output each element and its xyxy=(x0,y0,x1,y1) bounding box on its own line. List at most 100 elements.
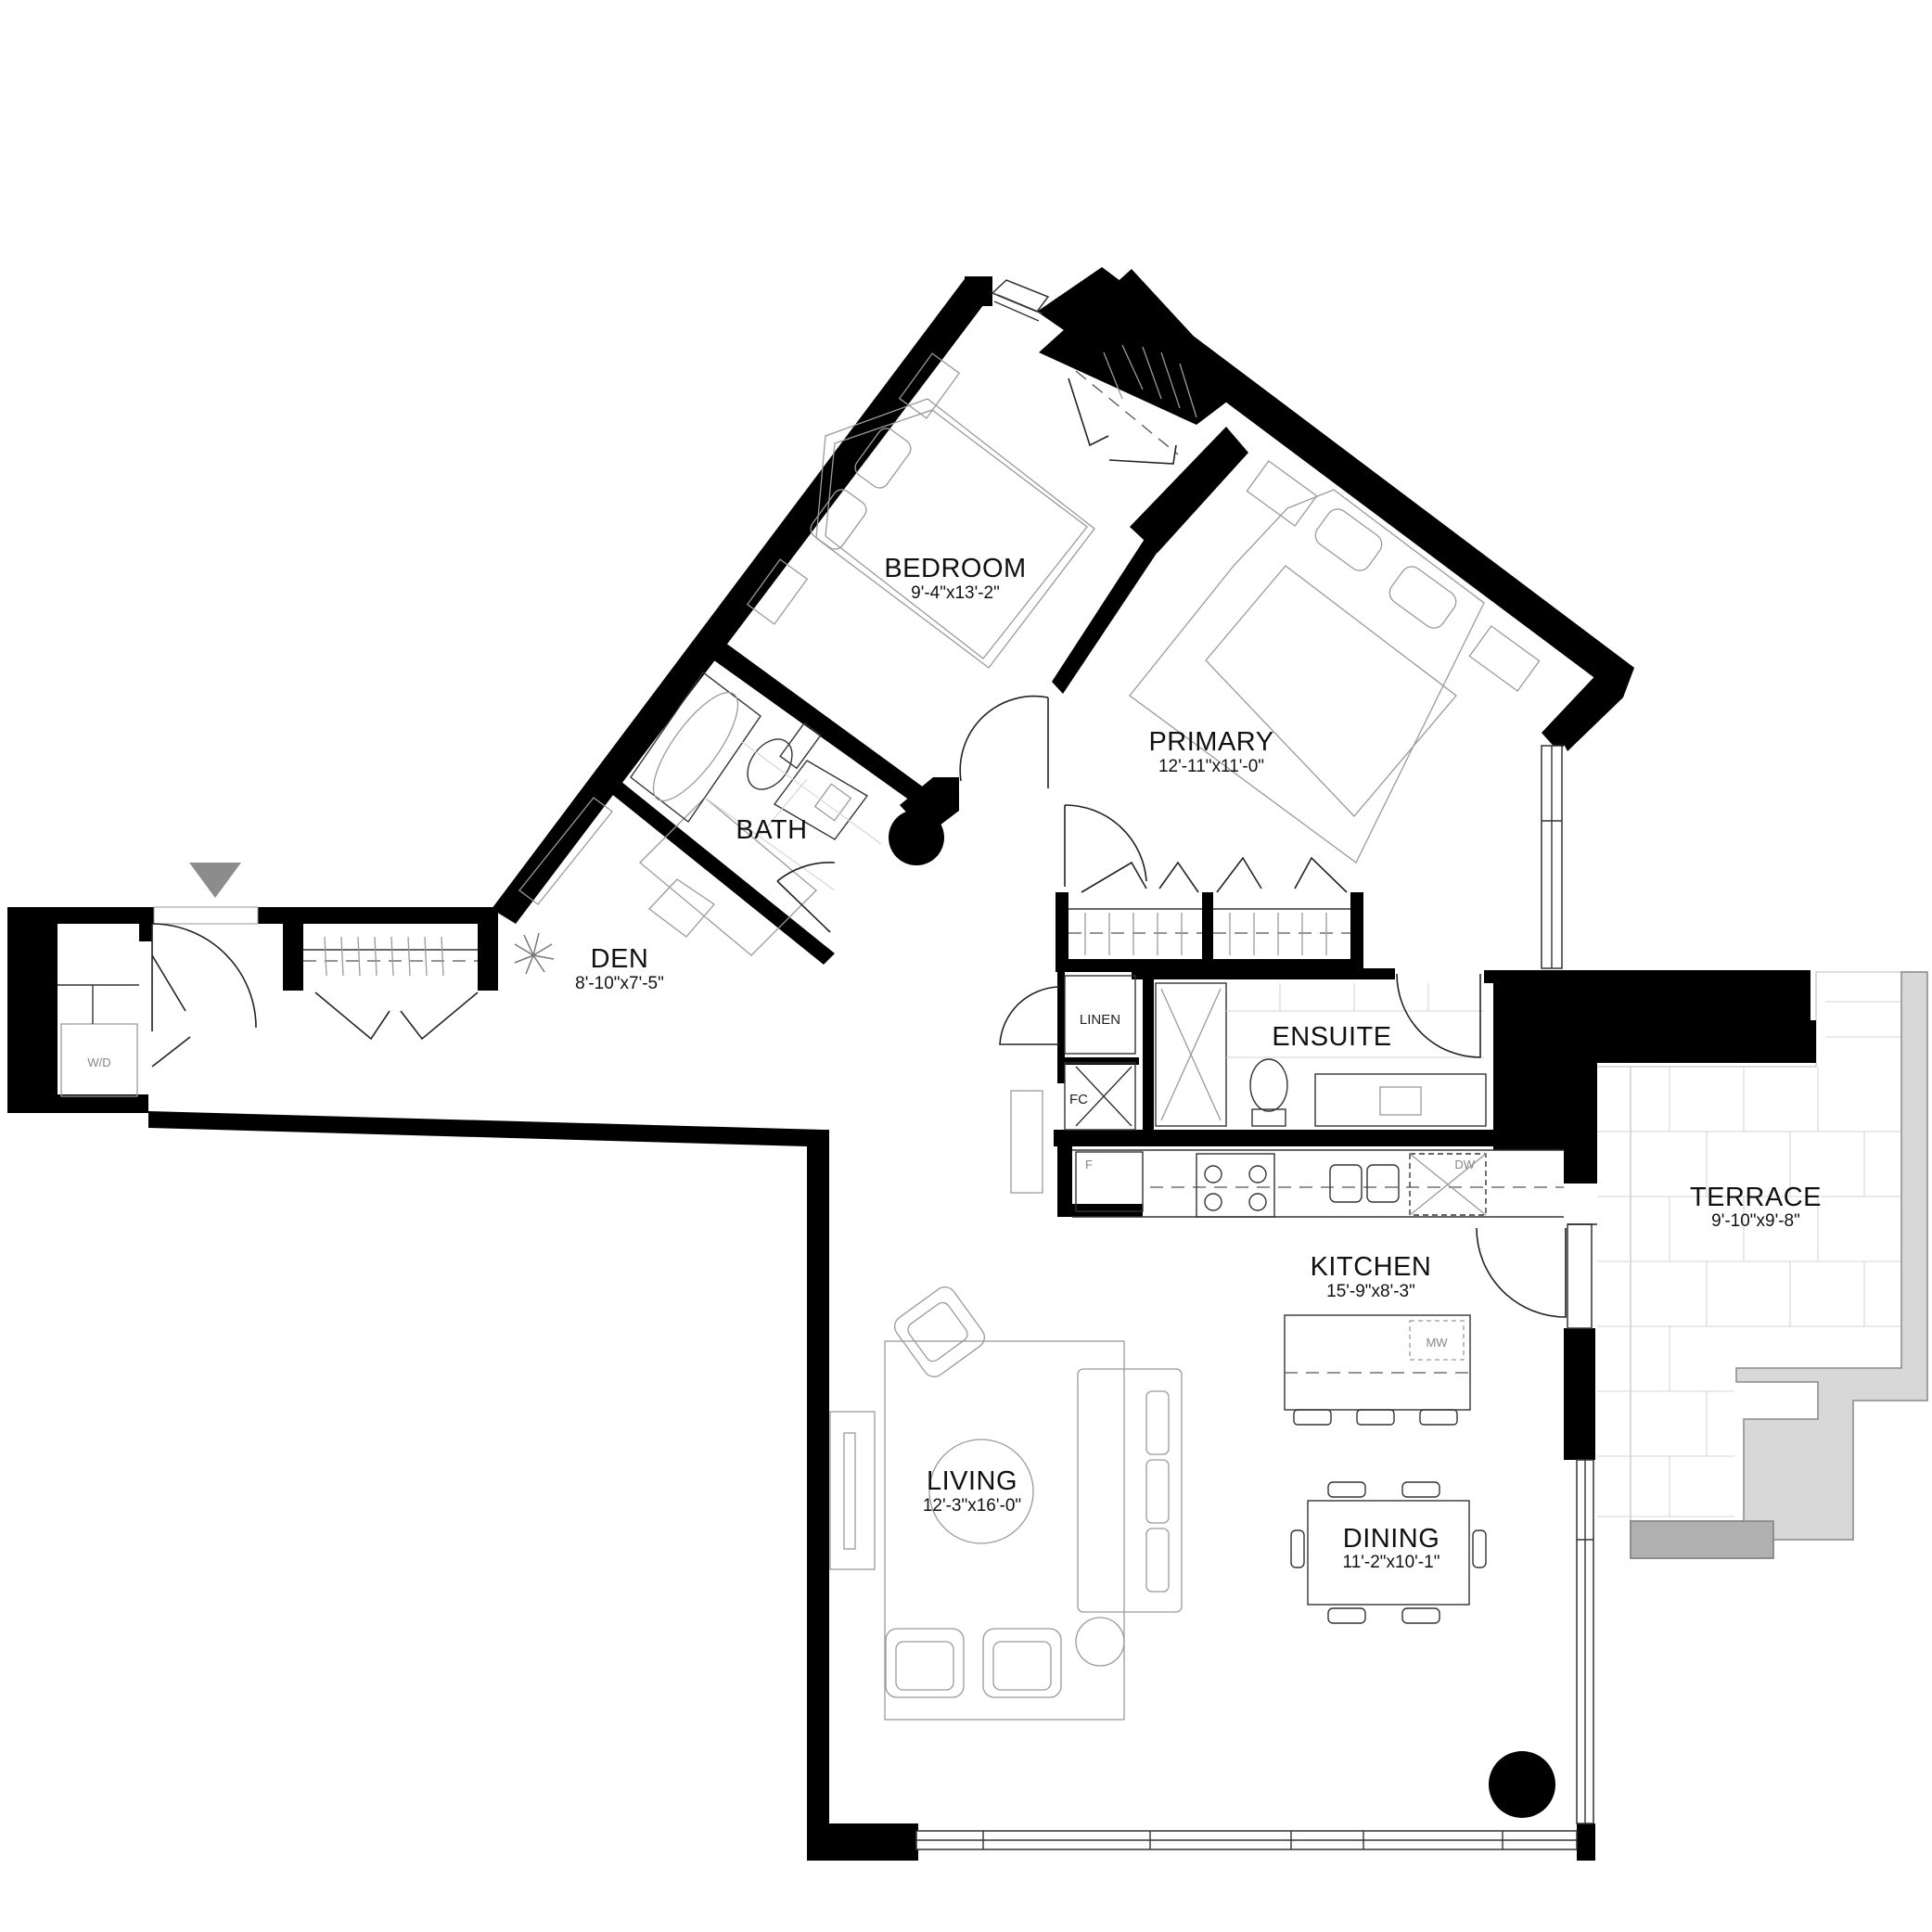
washer-dryer xyxy=(60,1023,138,1097)
wall-den-closet-right xyxy=(478,907,498,991)
kitchen-dims: 15'-9"x8'-3" xyxy=(1326,1282,1415,1301)
den-closet xyxy=(303,936,479,1041)
primary-closets xyxy=(1068,856,1350,955)
kitchen-sink xyxy=(1329,1164,1400,1203)
coat-bench xyxy=(1010,1090,1043,1194)
entry-threshold xyxy=(153,906,259,925)
dining-dims: 11'-2"x10'-1" xyxy=(1343,1553,1440,1572)
washer-dryer-label: W/D xyxy=(87,1056,110,1069)
bedroom-nightstand-2 xyxy=(746,558,809,625)
wall-ensuite-top xyxy=(1132,968,1395,979)
wall-den-closet-top xyxy=(258,907,495,924)
bedroom-label: BEDROOM xyxy=(884,554,1026,583)
living-armchair-3 xyxy=(982,1628,1062,1698)
fridge xyxy=(1075,1151,1144,1212)
primary-dims: 12'-11"x11'-0" xyxy=(1158,757,1264,776)
terrace-label: TERRACE xyxy=(1690,1183,1822,1212)
terrace: TERRACE 9'-10"x9'-8" xyxy=(1597,971,1928,1559)
kitchen: F DW MW KITCHEN 15'-9"x8'-3" xyxy=(1072,1149,1567,1426)
bedroom-closet xyxy=(1068,344,1197,465)
den-desk xyxy=(639,797,817,956)
toilet-ensuite xyxy=(1249,1058,1288,1127)
primary-bed xyxy=(1129,489,1485,864)
cooktop xyxy=(1196,1153,1275,1218)
wall-primary-west-diagonal xyxy=(1052,536,1159,694)
ensuite: ENSUITE xyxy=(1155,973,1487,1127)
living-sofa xyxy=(1077,1368,1183,1613)
closet-door-den xyxy=(314,992,479,1041)
closet-door-primary-2 xyxy=(1216,856,1348,893)
wall-northeast-diagonal xyxy=(1037,267,1634,751)
window-kitchen-east xyxy=(1567,1223,1593,1329)
microwave-label: MW xyxy=(1426,1336,1448,1350)
den-chair xyxy=(648,878,715,938)
dining-table xyxy=(1307,1500,1470,1606)
primary: PRIMARY 12'-11"x11'-0" xyxy=(1064,460,1541,887)
ensuite-shower xyxy=(1155,982,1227,1127)
wall-ensuite-left xyxy=(1143,972,1154,1130)
wall-kitchen-bottom xyxy=(1057,1204,1143,1217)
closet-door-entry xyxy=(151,954,191,1068)
living-rug xyxy=(884,1340,1125,1721)
kitchen-door-swing xyxy=(1476,1227,1567,1318)
terrace-dims: 9'-10"x9'-8" xyxy=(1711,1211,1800,1231)
wall-northwest-diagonal xyxy=(492,276,992,924)
fridge-label: F xyxy=(1085,1158,1093,1171)
terrace-tiles xyxy=(1597,1001,1901,1517)
bedroom-dims: 9'-4"x13'-2" xyxy=(911,583,1000,603)
wall-bottom-corner xyxy=(807,1823,918,1861)
living-label: LIVING xyxy=(927,1466,1017,1496)
den-label: DEN xyxy=(591,944,649,974)
wall-southwest-corner xyxy=(807,1130,829,1861)
primary-nightstand-1 xyxy=(1246,460,1318,527)
living: LIVING 12'-3"x16'-0" xyxy=(829,1286,1183,1721)
dining-chairs xyxy=(1290,1481,1487,1624)
wall-east-bottom-post xyxy=(1577,1823,1595,1861)
windows xyxy=(915,279,1594,1850)
fc-label: FC xyxy=(1069,1092,1088,1107)
ensuite-label: ENSUITE xyxy=(1272,1022,1391,1052)
living-coffee-table xyxy=(928,1439,1034,1544)
living-armchair-1 xyxy=(894,1286,985,1377)
bedroom-door-swing xyxy=(959,695,1049,788)
walls xyxy=(7,267,1816,1861)
den-dims: 8'-10"x7'-5" xyxy=(575,974,664,993)
wall-fc-box xyxy=(1057,1057,1139,1065)
entry: W/D xyxy=(58,863,259,1097)
closet-door-primary-1 xyxy=(1081,861,1199,893)
primary-door-swing xyxy=(1064,804,1147,887)
linen-fc: LINEN FC xyxy=(999,975,1136,1194)
bath: BATH xyxy=(630,672,882,933)
wall-bedroom-window-post xyxy=(965,276,992,306)
wall-den-closet-left xyxy=(283,907,303,991)
ensuite-door-swing xyxy=(1396,973,1481,1058)
living-tv xyxy=(829,1411,876,1570)
bath-door-swing xyxy=(776,862,836,933)
kitchen-label: KITCHEN xyxy=(1311,1252,1432,1282)
wall-closets-top-right xyxy=(1202,892,1213,972)
wall-entry-divider xyxy=(139,914,152,941)
bathtub xyxy=(630,672,761,824)
wall-northeast-outer xyxy=(1085,267,1634,694)
living-side-table xyxy=(1075,1617,1125,1667)
bedroom-pillow-2 xyxy=(810,489,867,550)
column-living xyxy=(1489,1751,1555,1818)
linen-label: LINEN xyxy=(1080,1012,1120,1028)
wall-terrace-edge xyxy=(1564,1063,1597,1184)
plant-icon xyxy=(514,932,555,975)
terrace-step xyxy=(1630,1520,1774,1559)
island-stools xyxy=(1293,1409,1458,1426)
microwave xyxy=(1409,1320,1465,1361)
bedroom-pillow-1 xyxy=(854,428,912,489)
kitchen-island xyxy=(1284,1314,1471,1411)
dishwasher xyxy=(1409,1153,1487,1216)
primary-pillow-2 xyxy=(1388,566,1457,629)
wall-entry-west xyxy=(7,907,58,1111)
den: DEN 8'-10"x7'-5" xyxy=(514,797,817,993)
linen-door-swing xyxy=(999,986,1060,1045)
bedroom-nightstand-1 xyxy=(898,352,961,419)
dining-label: DINING xyxy=(1343,1524,1440,1554)
wall-bath-den xyxy=(605,777,835,965)
bedroom: BEDROOM 9'-4"x13'-2" xyxy=(746,352,1095,788)
wall-entry-bottom xyxy=(7,1094,148,1113)
